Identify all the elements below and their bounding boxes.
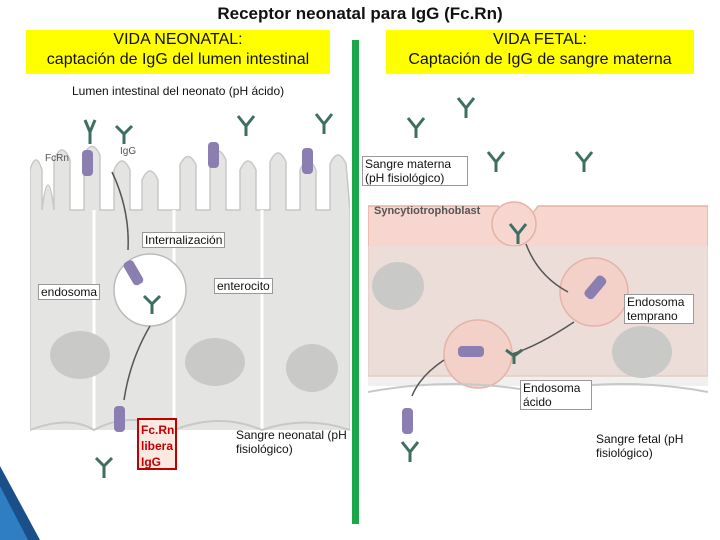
enterocito-label: enterocito	[214, 278, 273, 294]
nucleus-1	[50, 331, 110, 379]
fcrn-libera-igg-box: Fc.Rn libera IgG	[137, 418, 177, 470]
maternal-igg-1	[406, 117, 426, 138]
maternal-igg-4	[574, 151, 594, 172]
blood-area	[30, 430, 350, 500]
fcrn-libera-line3: IgG	[141, 455, 161, 469]
fetal-receptor-early	[584, 275, 607, 300]
fcrn-label: FcRn	[45, 153, 69, 164]
enterocyte-layer	[30, 145, 350, 500]
neonatal-header: VIDA NEONATAL: captación de IgG del lume…	[26, 30, 330, 74]
fetal-header-line2: Captación de IgG de sangre materna	[408, 51, 672, 68]
igg-antibody-4	[314, 113, 334, 134]
igg-label: IgG	[120, 146, 137, 157]
fcrn-libera-line1: Fc.Rn	[141, 423, 175, 437]
fcrn-receptor-basal	[114, 406, 125, 432]
igg-antibody-3	[236, 115, 256, 136]
fcrn-libera-line2: libera	[141, 439, 174, 453]
fcrn-receptor-3	[302, 148, 313, 174]
fetal-nucleus-1	[372, 262, 424, 310]
igg-antibody-2	[114, 124, 134, 144]
fetal-receptor-basal	[402, 408, 413, 434]
page-title: Receptor neonatal para IgG (Fc.Rn)	[217, 4, 503, 23]
sangre-fetal-label: Sangre fetal (pH fisiológico)	[596, 432, 684, 460]
endosoma-acido-label: Endosoma ácido	[520, 380, 592, 410]
neonatal-header-line1: VIDA NEONATAL:	[113, 31, 243, 48]
igg-antibody-released	[94, 456, 114, 478]
fetal-header-line1: VIDA FETAL:	[493, 31, 587, 48]
lumen-label: Lumen intestinal del neonato (pH ácido)	[72, 84, 285, 98]
neonatal-illustration	[30, 100, 350, 500]
igg-antibody-1	[83, 119, 97, 144]
fcrn-receptor-endosome	[123, 260, 144, 286]
endosoma-label: endosoma	[38, 284, 101, 300]
pit-igg	[508, 223, 528, 244]
fetal-nucleus-2	[612, 326, 672, 378]
neonatal-header-line2: captación de IgG del lumen intestinal	[46, 51, 310, 68]
arrow-path-1	[111, 171, 129, 251]
fetal-igg	[400, 441, 420, 462]
maternal-igg-3	[486, 151, 506, 172]
fcrn-receptor-2	[208, 142, 219, 168]
syncytiotrophoblast-label: Syncytiotrophoblast	[374, 205, 481, 217]
internalizacion-label: Internalización	[142, 232, 226, 248]
igg-antibody-endosome	[142, 294, 162, 314]
divider-bar	[352, 40, 359, 524]
fetal-header: VIDA FETAL: Captación de IgG de sangre m…	[386, 30, 694, 74]
sangre-materna-label: Sangre materna (pH fisiológico)	[362, 156, 468, 186]
fetal-arrow-1	[525, 243, 569, 293]
fetal-receptor-acidic	[458, 346, 484, 357]
pit	[491, 201, 537, 247]
corner-decoration	[0, 466, 40, 540]
acidic-igg	[505, 348, 523, 364]
maternal-igg-2	[456, 97, 476, 118]
fetal-arrow-3	[411, 359, 445, 397]
arrow-path-2	[123, 325, 151, 401]
endosoma-temprano-label: Endosoma temprano	[624, 294, 694, 324]
fetal-blood-area	[368, 386, 708, 506]
nucleus-2	[185, 338, 245, 386]
nucleus-3	[286, 344, 338, 392]
corner-shape-2	[0, 486, 28, 540]
sangre-neonatal-label: Sangre neonatal (pH fisiológico)	[236, 428, 347, 456]
fcrn-receptor-1	[82, 150, 93, 176]
